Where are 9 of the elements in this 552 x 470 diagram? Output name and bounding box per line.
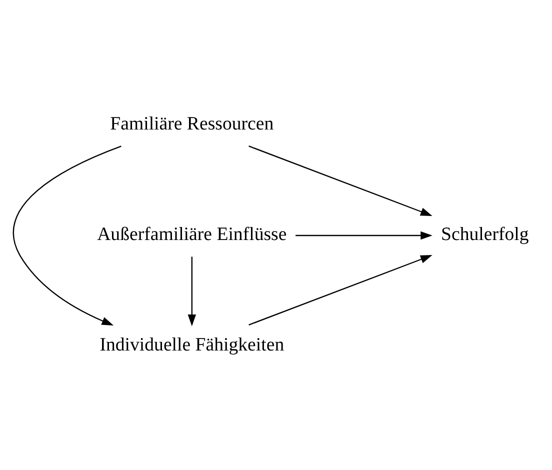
node-text: Individuelle Fähigkeiten (100, 334, 284, 356)
arrow (188, 256, 196, 326)
arrow (248, 254, 432, 325)
node-text: Schulerfolg (441, 223, 529, 244)
arrow (296, 230, 432, 240)
arrow (12, 145, 122, 325)
node-text: Außerfamiliäre Einflüsse (97, 223, 287, 244)
node-text: Familiäre Ressourcen (110, 112, 274, 134)
arrow (248, 145, 432, 216)
